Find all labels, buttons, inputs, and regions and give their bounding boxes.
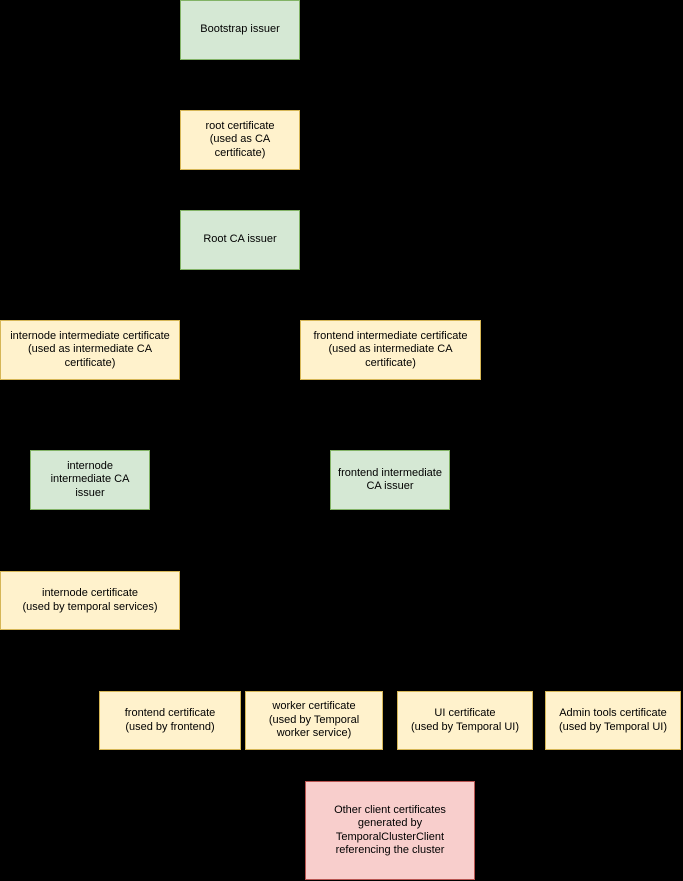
node-label: root certificate (used as CA certificate…	[205, 119, 275, 159]
edge-internode-intermediate-certificate-to-internode-intermediate-ca-issuer	[85, 380, 95, 452]
edge-frontend-intermediate-ca-issuer-to-other-client-certificates	[385, 510, 395, 783]
node-other-client-certificates[interactable]: Other client certificates generated by T…	[305, 781, 475, 880]
edge-frontend-intermediate-ca-issuer-to-worker-certificate	[309, 510, 391, 693]
node-ui-certificate[interactable]: UI certificate (used by Temporal UI)	[397, 691, 533, 750]
edge-frontend-intermediate-certificate-to-frontend-intermediate-ca-issuer	[385, 380, 395, 452]
node-label: internode intermediate certificate (used…	[10, 329, 170, 369]
edge-root-ca-issuer-to-internode-intermediate-certificate	[85, 270, 241, 322]
node-label: internode certificate (used by temporal …	[22, 587, 158, 613]
node-internode-certificate[interactable]: internode certificate (used by temporal …	[0, 571, 180, 630]
node-frontend-intermediate-ca-issuer[interactable]: frontend intermediate CA issuer	[330, 450, 450, 510]
edge-frontend-intermediate-ca-issuer-to-frontend-certificate	[165, 510, 391, 693]
node-worker-certificate[interactable]: worker certificate (used by Temporal wor…	[245, 691, 383, 750]
node-internode-intermediate-ca-issuer[interactable]: internode intermediate CA issuer	[30, 450, 150, 510]
node-bootstrap-issuer[interactable]: Bootstrap issuer	[180, 0, 300, 60]
node-label: UI certificate (used by Temporal UI)	[410, 707, 519, 733]
node-label: frontend intermediate CA issuer	[338, 466, 442, 493]
node-label: Admin tools certificate (used by Tempora…	[558, 707, 667, 733]
edge-bootstrap-issuer-to-root-certificate	[235, 60, 245, 112]
node-label: Root CA issuer	[203, 233, 277, 246]
node-label: frontend certificate (used by frontend)	[124, 707, 216, 733]
node-label: Bootstrap issuer	[200, 23, 280, 36]
node-label: worker certificate (used by Temporal wor…	[268, 700, 360, 740]
node-frontend-certificate[interactable]: frontend certificate (used by frontend)	[99, 691, 241, 750]
edge-frontend-intermediate-ca-issuer-to-admin-tools-certificate	[389, 510, 618, 693]
node-label: Other client certificates generated by T…	[334, 803, 446, 857]
node-root-certificate[interactable]: root certificate (used as CA certificate…	[180, 110, 300, 170]
edge-internode-intermediate-ca-issuer-to-internode-certificate	[85, 510, 95, 573]
edge-frontend-intermediate-ca-issuer-to-ui-certificate	[389, 510, 470, 693]
node-internode-intermediate-certificate[interactable]: internode intermediate certificate (used…	[0, 320, 180, 380]
node-frontend-intermediate-certificate[interactable]: frontend intermediate certificate (used …	[300, 320, 481, 380]
node-admin-tools-certificate[interactable]: Admin tools certificate (used by Tempora…	[545, 691, 681, 750]
node-label: internode intermediate CA issuer	[50, 459, 130, 499]
edge-root-ca-issuer-to-frontend-intermediate-certificate	[239, 270, 396, 322]
edge-root-certificate-to-root-ca-issuer	[235, 170, 245, 212]
node-root-ca-issuer[interactable]: Root CA issuer	[180, 210, 300, 270]
node-label: frontend intermediate certificate (used …	[313, 329, 468, 369]
